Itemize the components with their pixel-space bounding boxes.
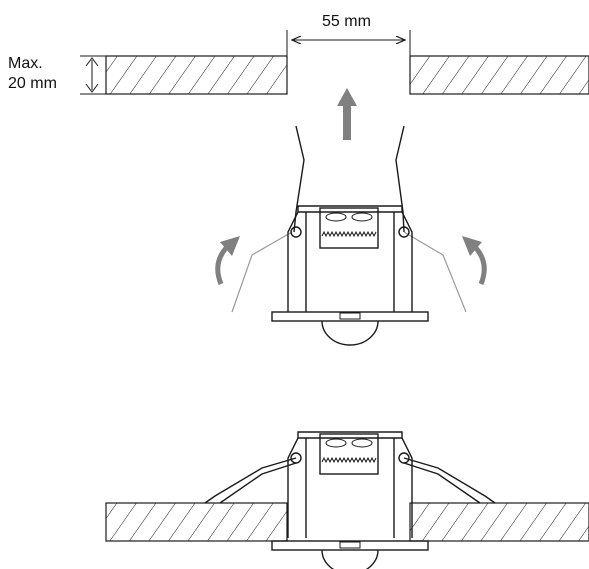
ceiling-left-slab [105,55,288,95]
ceiling-right-slab [409,55,589,95]
detector-installed [204,431,496,569]
ceiling-left-slab-installed [105,502,288,542]
up-arrow-icon [337,88,357,140]
max-label: Max. [8,55,43,72]
spring-right [395,125,405,233]
ceiling-top [105,55,589,95]
thickness-dimension [80,55,106,95]
spring-ghost-right [403,231,467,313]
spring-left [293,125,305,233]
spring-ghost-left [231,231,293,313]
detector-uninstalled [231,125,467,346]
ceiling-bottom [105,502,589,542]
width-dimension [286,30,411,56]
width-label: 55 mm [322,13,371,30]
thickness-label: 20 mm [8,75,57,92]
ceiling-right-slab-installed [409,502,589,542]
rotate-arrow-icon [215,236,240,285]
rotate-arrow-icon [462,236,487,285]
